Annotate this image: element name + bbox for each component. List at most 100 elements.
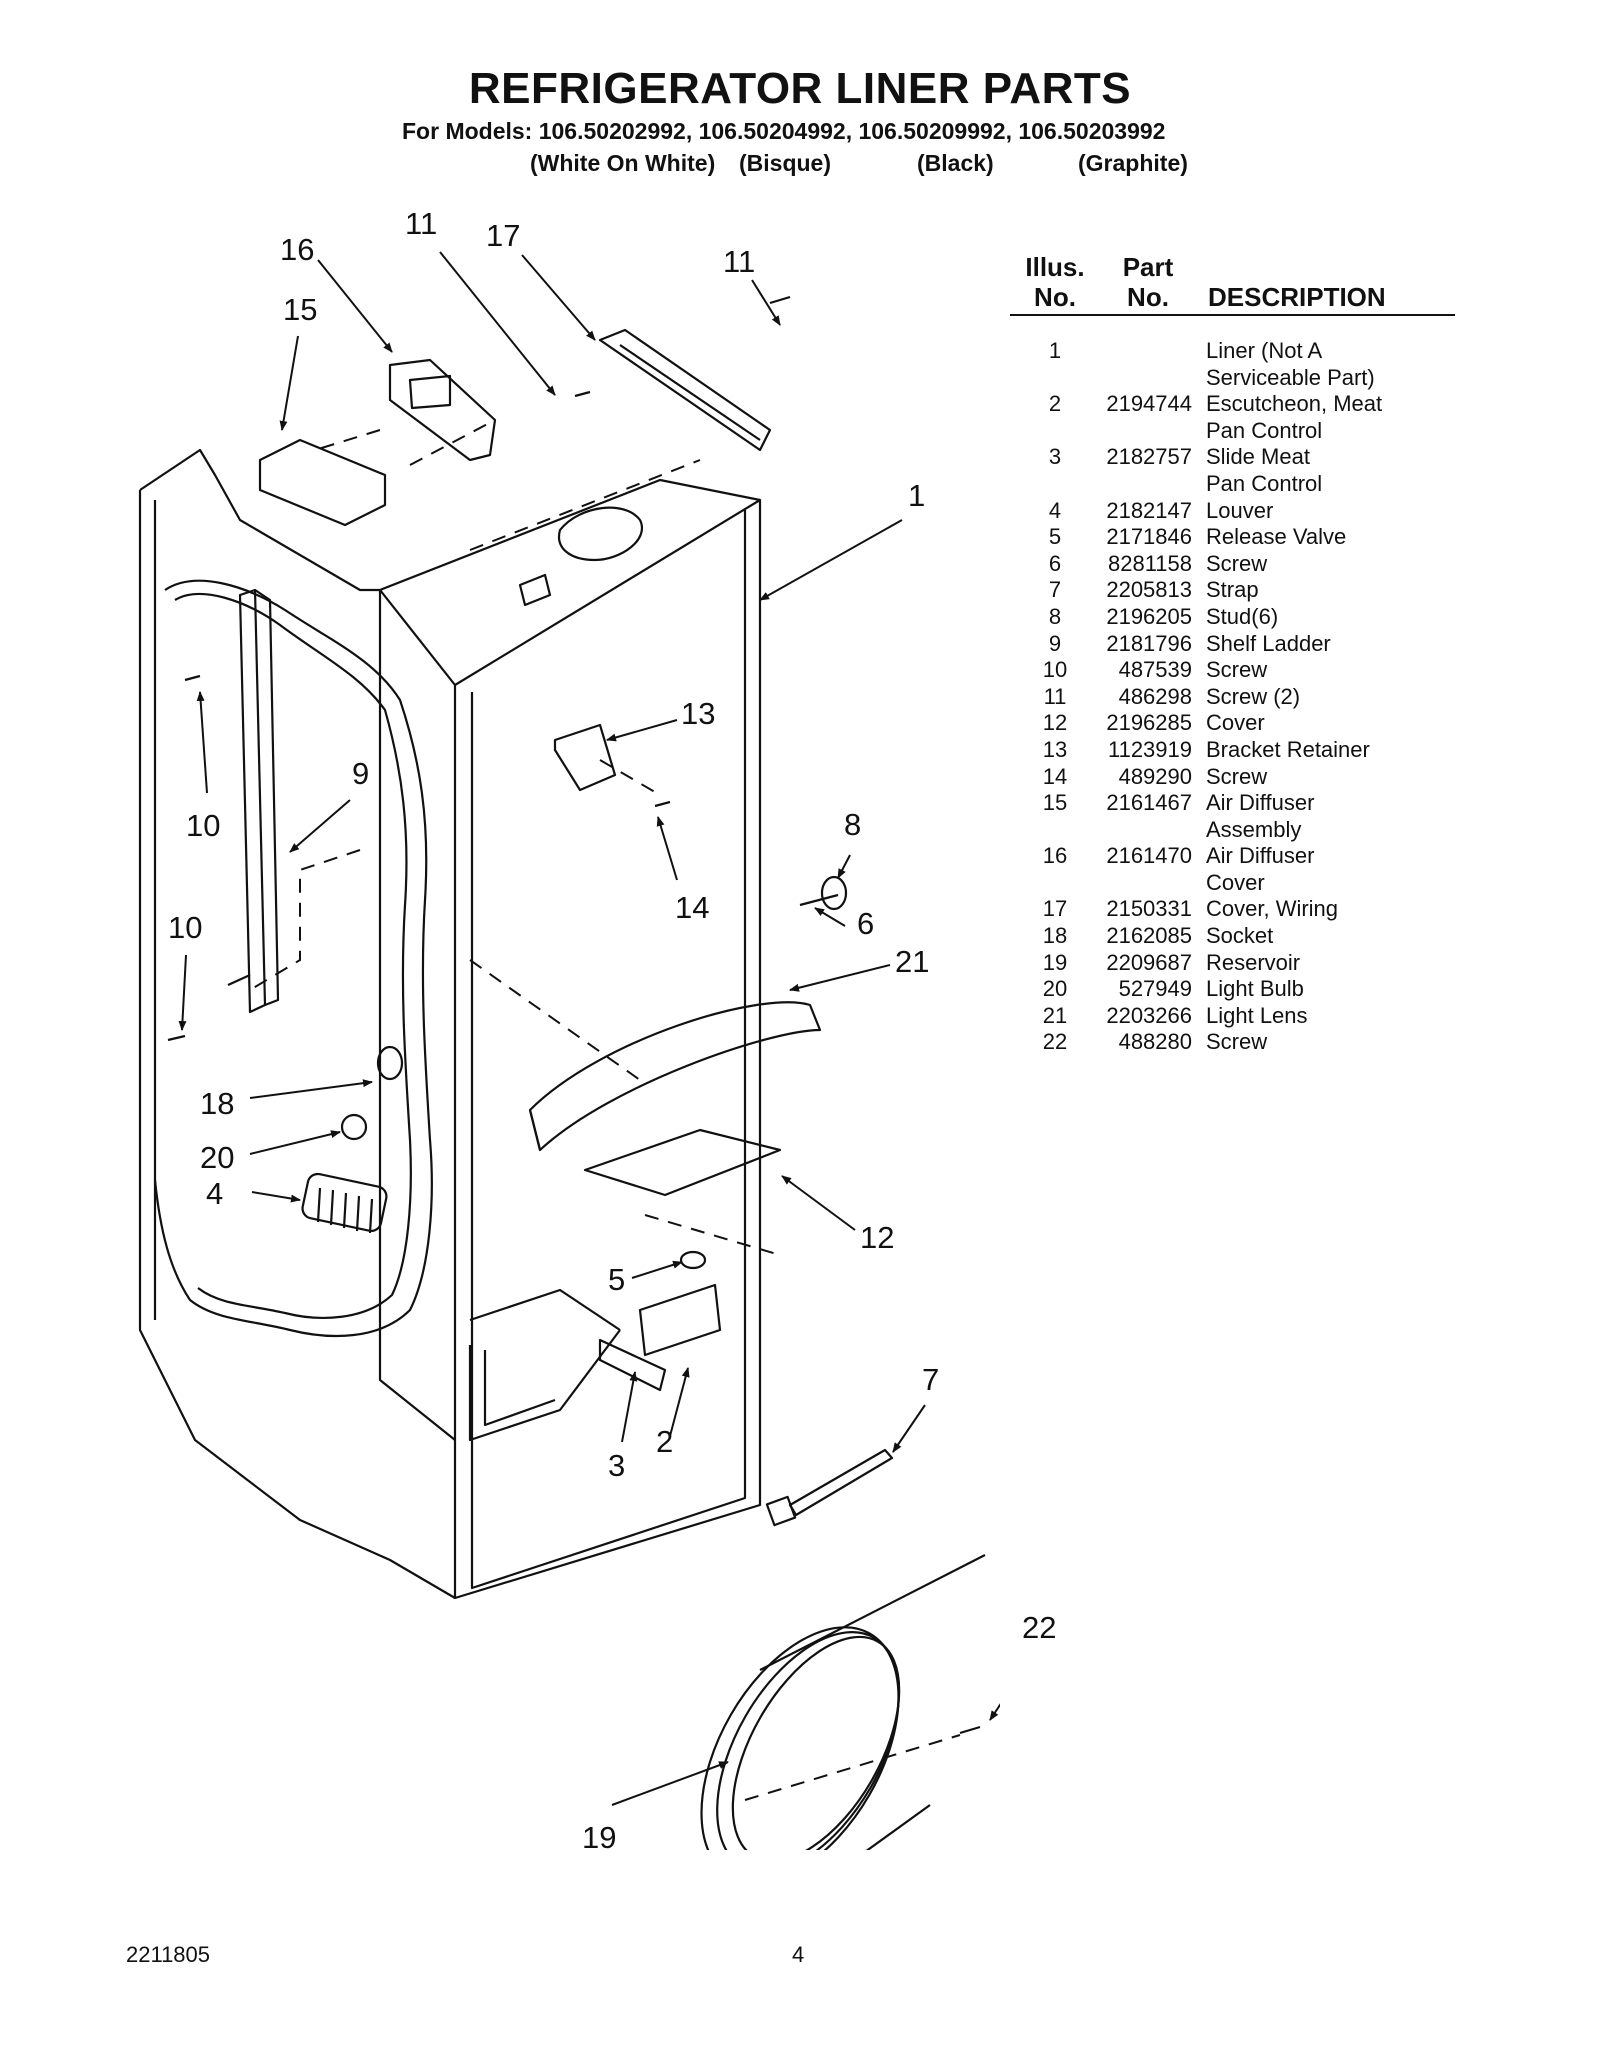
- callout-9: 9: [352, 756, 370, 791]
- callout-16: 16: [280, 232, 315, 267]
- part-number-cell: 2181796: [1106, 630, 1192, 656]
- illus-number-cell: 16: [1042, 843, 1068, 869]
- part-number-cell: 2161470: [1106, 843, 1192, 869]
- callout-17: 17: [486, 218, 521, 253]
- parts-table-header: Illus. No. Part No. DESCRIPTION: [1010, 252, 1455, 316]
- callout-3: 3: [608, 1448, 626, 1483]
- description-cell: Socket: [1196, 923, 1455, 950]
- illus-number-cell: 2: [1048, 391, 1062, 417]
- description-line: Escutcheon, Meat: [1206, 391, 1383, 417]
- callout-19: 19: [582, 1820, 617, 1855]
- illus-number-cell: 17: [1042, 896, 1068, 922]
- description-cell: Strap: [1196, 577, 1455, 604]
- description-cell: Cover, Wiring: [1196, 896, 1455, 923]
- description-line: Cover: [1206, 710, 1265, 736]
- part-number-cell: 487539: [1118, 657, 1192, 683]
- part-number-cell: 2203266: [1106, 1002, 1192, 1028]
- callout-12: 12: [860, 1220, 895, 1255]
- callout-7: 7: [922, 1362, 940, 1397]
- illus-number-cell: 9: [1048, 630, 1062, 656]
- parts-table-row: 21 2203266 Light Lens: [1010, 1003, 1455, 1030]
- variant-graphite: (Graphite): [1078, 150, 1188, 176]
- part-number-cell: 2182147: [1106, 497, 1192, 523]
- illus-number-cell: 3: [1048, 444, 1062, 470]
- description-line: Release Valve: [1206, 524, 1347, 550]
- callout-15: 15: [283, 292, 318, 327]
- description-line: Shelf Ladder: [1206, 630, 1331, 656]
- illus-number-cell: 18: [1042, 923, 1068, 949]
- parts-table-row: 17 2150331 Cover, Wiring: [1010, 896, 1455, 923]
- illus-number-cell: 21: [1042, 1002, 1068, 1028]
- description-cell: Reservoir: [1196, 950, 1455, 977]
- description-cell: Louver: [1196, 498, 1455, 525]
- variant-white: (White On White): [530, 150, 716, 176]
- callout-10-bottom: 10: [168, 910, 203, 945]
- description-line: Cover, Wiring: [1206, 896, 1339, 922]
- description-line: Liner (Not A: [1206, 338, 1323, 363]
- part-number-cell: 2209687: [1106, 949, 1192, 975]
- description-line: Screw: [1206, 1029, 1268, 1055]
- part-number-cell: 489290: [1118, 763, 1192, 789]
- callout-14: 14: [675, 890, 710, 925]
- illus-number-cell: 4: [1048, 497, 1062, 523]
- callout-4: 4: [206, 1176, 224, 1211]
- parts-table-row: 18 2162085 Socket: [1010, 923, 1455, 950]
- description-cell: Screw (2): [1196, 684, 1455, 711]
- description-line: Screw: [1206, 763, 1268, 789]
- description-line: Light Bulb: [1206, 976, 1304, 1002]
- description-cell: Screw: [1196, 1029, 1455, 1056]
- callout-18: 18: [200, 1086, 235, 1121]
- callout-1: 1: [908, 478, 926, 513]
- header-description: DESCRIPTION: [1196, 252, 1455, 316]
- illus-number-cell: 11: [1043, 683, 1067, 709]
- description-cell: Light Lens: [1196, 1003, 1455, 1030]
- illus-number-cell: 13: [1042, 736, 1068, 762]
- description-line: Screw: [1206, 550, 1268, 576]
- callout-6: 6: [857, 906, 875, 941]
- description-line: Assembly: [1206, 816, 1302, 842]
- callout-20: 20: [200, 1140, 235, 1175]
- description-line: Screw: [1206, 657, 1268, 683]
- illus-number-cell: 8: [1048, 603, 1062, 629]
- parts-table-row: 14 489290 Screw: [1010, 764, 1455, 791]
- description-cell: Release Valve: [1196, 524, 1455, 551]
- description-line: Air Diffuser: [1206, 843, 1315, 869]
- illus-number-cell: 14: [1042, 763, 1068, 789]
- description-cell: Screw: [1196, 551, 1455, 578]
- description-line: Serviceable Part): [1206, 364, 1375, 390]
- header-part-no: Part No.: [1100, 252, 1196, 316]
- callout-22: 22: [1022, 1610, 1057, 1645]
- illus-number-cell: 7: [1048, 577, 1062, 603]
- description-line: Light Lens: [1206, 1002, 1308, 1028]
- parts-table-row: 9 2181796 Shelf Ladder: [1010, 631, 1455, 658]
- description-line: Socket: [1206, 923, 1274, 949]
- exploded-parts-diagram: [138, 251, 1000, 1850]
- description-cell: Shelf Ladder: [1196, 631, 1455, 658]
- part-number-cell: 8281158: [1107, 550, 1192, 576]
- part-number-cell: 2150331: [1106, 896, 1192, 922]
- callout-13: 13: [681, 696, 716, 731]
- callout-21: 21: [895, 944, 930, 979]
- description-cell: Cover: [1196, 710, 1455, 737]
- description-line: Pan Control: [1206, 417, 1323, 443]
- illus-number-cell: 19: [1042, 949, 1068, 975]
- part-number-cell: 2182757: [1106, 444, 1192, 470]
- model-variants: (White On White) (Bisque) (Black) (Graph…: [0, 150, 1600, 180]
- page-number: 4: [792, 1942, 805, 1967]
- illus-number-cell: 20: [1042, 976, 1068, 1002]
- description-line: Pan Control: [1206, 470, 1323, 496]
- part-number-cell: 2162085: [1106, 923, 1192, 949]
